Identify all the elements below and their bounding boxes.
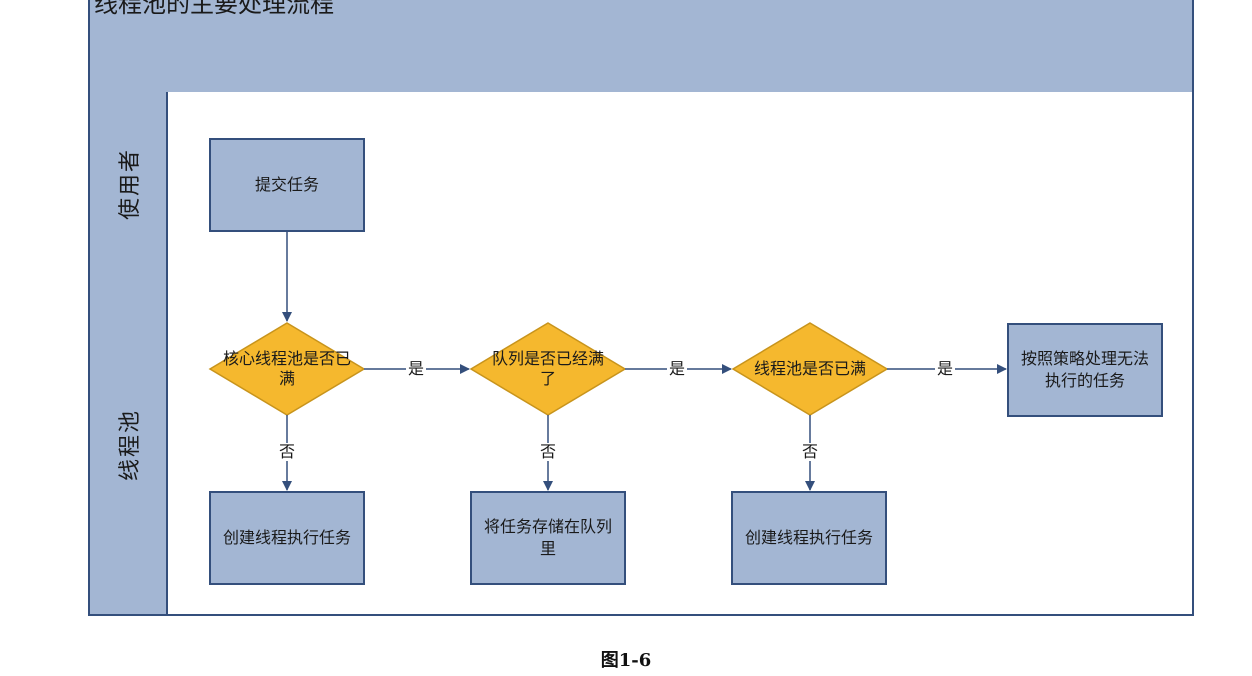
lane-pool-header: 线程池	[90, 276, 168, 614]
process-create-thread-label: 创建线程执行任务	[744, 528, 873, 547]
process-store-in-queue: 将任务存储在队列里	[470, 491, 626, 585]
decision-queue-full-label: 队列是否已经满了	[491, 349, 604, 388]
diagram-title-band: 线程池的主要处理流程	[88, 0, 1194, 32]
edge-label-yes-2: 是	[667, 359, 688, 378]
lane-user-header: 使用者	[90, 92, 168, 276]
edge-label-yes-1: 是	[406, 359, 427, 378]
process-store-in-queue-label: 将任务存储在队列里	[483, 517, 612, 558]
decision-pool-full-label: 线程池是否已满	[753, 359, 866, 378]
decision-core-full-label: 核心线程池是否已满	[222, 349, 351, 388]
edge-label-no-2: 否	[538, 442, 559, 461]
figure-caption: 图1-6	[600, 650, 652, 671]
edge-label-no-1: 否	[277, 442, 298, 461]
edge-label-no-3: 否	[800, 442, 821, 461]
process-create-thread: 创建线程执行任务	[731, 491, 887, 585]
process-reject-policy: 按照策略处理无法执行的任务	[1007, 323, 1163, 417]
process-reject-policy-label: 按照策略处理无法执行的任务	[1020, 349, 1149, 390]
diagram-title: 线程池的主要处理流程	[94, 0, 334, 18]
decision-core-full: 核心线程池是否已满	[222, 346, 352, 392]
process-submit-task: 提交任务	[209, 138, 365, 232]
decision-queue-full: 队列是否已经满了	[486, 346, 610, 392]
process-create-core-thread-label: 创建线程执行任务	[222, 528, 351, 547]
edge-label-yes-3: 是	[935, 359, 956, 378]
lane-subheader-band	[88, 30, 1194, 94]
decision-pool-full: 线程池是否已满	[748, 346, 872, 392]
process-create-core-thread: 创建线程执行任务	[209, 491, 365, 585]
process-submit-task-label: 提交任务	[254, 175, 319, 194]
